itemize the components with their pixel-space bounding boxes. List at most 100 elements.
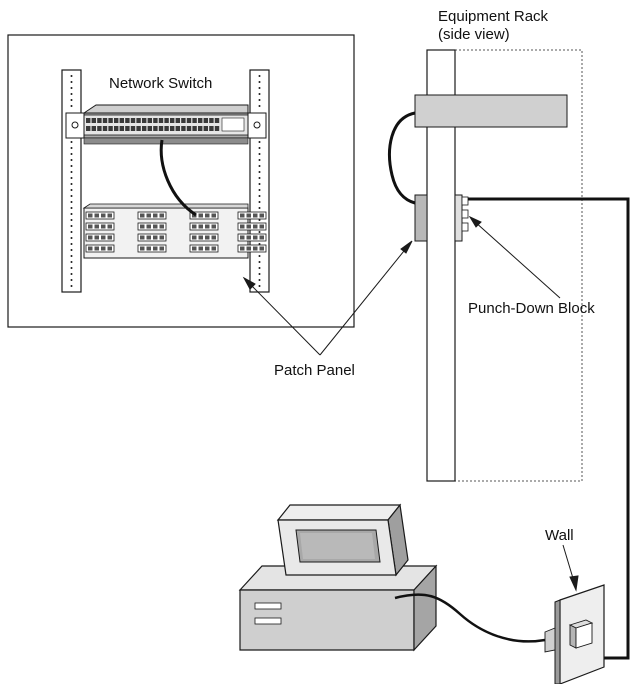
patch-port xyxy=(140,235,145,240)
patch-port-group xyxy=(85,222,115,231)
switch-port xyxy=(170,118,175,123)
switch-port xyxy=(153,118,158,123)
mounting-hole xyxy=(70,75,73,77)
patch-port-group xyxy=(237,211,267,220)
patch-panel-front xyxy=(82,203,267,259)
patch-port xyxy=(198,246,203,251)
patch-port xyxy=(153,246,158,251)
mounting-hole xyxy=(258,207,261,209)
patch-port xyxy=(107,213,112,218)
mounting-hole xyxy=(258,261,261,263)
patch-port xyxy=(253,235,258,240)
patch-cable-side xyxy=(388,111,416,205)
mounting-hole xyxy=(70,219,73,221)
patch-port xyxy=(253,213,258,218)
switch-side-view xyxy=(414,94,568,128)
switch-port xyxy=(125,126,130,131)
patch-port xyxy=(198,213,203,218)
mounting-hole xyxy=(70,195,73,197)
patch-panel-arrowhead-front xyxy=(242,276,256,290)
mounting-hole xyxy=(70,273,73,275)
patch-port xyxy=(153,235,158,240)
mounting-hole xyxy=(70,153,73,155)
switch-port xyxy=(136,126,141,131)
switch-port xyxy=(108,126,113,131)
mounting-hole xyxy=(70,279,73,281)
mounting-hole xyxy=(70,225,73,227)
mounting-hole xyxy=(70,165,73,167)
switch-port xyxy=(175,126,180,131)
patch-port xyxy=(192,224,197,229)
mounting-hole xyxy=(70,213,73,215)
mounting-hole xyxy=(258,81,261,83)
switch-port xyxy=(91,126,96,131)
mounting-hole xyxy=(70,243,73,245)
switch-port xyxy=(164,118,169,123)
mounting-hole xyxy=(258,105,261,107)
patch-port xyxy=(94,213,99,218)
patch-port xyxy=(146,224,151,229)
switch-port xyxy=(192,126,197,131)
switch-port xyxy=(175,118,180,123)
mounting-hole xyxy=(70,93,73,95)
mounting-hole xyxy=(258,159,261,161)
patch-port xyxy=(192,246,197,251)
switch-port xyxy=(203,126,208,131)
patch-port xyxy=(159,213,164,218)
mounting-hole xyxy=(258,141,261,143)
patch-port xyxy=(211,224,216,229)
mounting-hole xyxy=(258,87,261,89)
patch-port xyxy=(240,235,245,240)
punch-down-block-label: Punch-Down Block xyxy=(468,300,595,317)
patch-port-group xyxy=(189,222,219,231)
patch-port xyxy=(94,224,99,229)
switch-port xyxy=(142,126,147,131)
patch-port xyxy=(211,213,216,218)
switch-port xyxy=(214,118,220,123)
patch-port-group xyxy=(85,233,115,242)
switch-port xyxy=(181,118,186,123)
mounting-hole xyxy=(258,147,261,149)
mounting-hole xyxy=(70,255,73,257)
mounting-hole xyxy=(70,201,73,203)
mounting-hole xyxy=(70,285,73,287)
patch-port-group xyxy=(189,211,219,220)
mounting-hole xyxy=(258,75,261,77)
mounting-hole xyxy=(258,171,261,173)
mounting-hole xyxy=(258,267,261,269)
patch-port-group xyxy=(237,244,267,253)
patch-port xyxy=(101,246,106,251)
switch-port xyxy=(108,118,113,123)
mounting-hole xyxy=(258,279,261,281)
patch-panel-arrow-front xyxy=(247,281,321,356)
switch-port xyxy=(102,126,108,131)
patch-port xyxy=(240,246,245,251)
patch-panel-side xyxy=(414,194,428,242)
switch-port xyxy=(186,126,192,131)
mounting-hole xyxy=(70,183,73,185)
switch-port xyxy=(91,118,96,123)
switch-port xyxy=(119,126,124,131)
mounting-hole xyxy=(258,273,261,275)
patch-port-group xyxy=(85,211,115,220)
patch-port xyxy=(88,235,93,240)
patch-port xyxy=(140,213,145,218)
switch-port xyxy=(86,118,91,123)
patch-port xyxy=(246,224,251,229)
patch-port xyxy=(159,246,164,251)
switch-port xyxy=(86,126,91,131)
mounting-hole xyxy=(70,249,73,251)
patch-port xyxy=(107,246,112,251)
mounting-hole xyxy=(70,231,73,233)
patch-port xyxy=(205,213,210,218)
network-switch-label: Network Switch xyxy=(109,75,213,92)
patch-port-group xyxy=(189,244,219,253)
patch-port xyxy=(101,213,106,218)
patch-port xyxy=(240,224,245,229)
patch-port xyxy=(205,246,210,251)
patch-port xyxy=(240,213,245,218)
switch-port xyxy=(214,126,220,131)
patch-port xyxy=(146,235,151,240)
patch-port xyxy=(198,235,203,240)
